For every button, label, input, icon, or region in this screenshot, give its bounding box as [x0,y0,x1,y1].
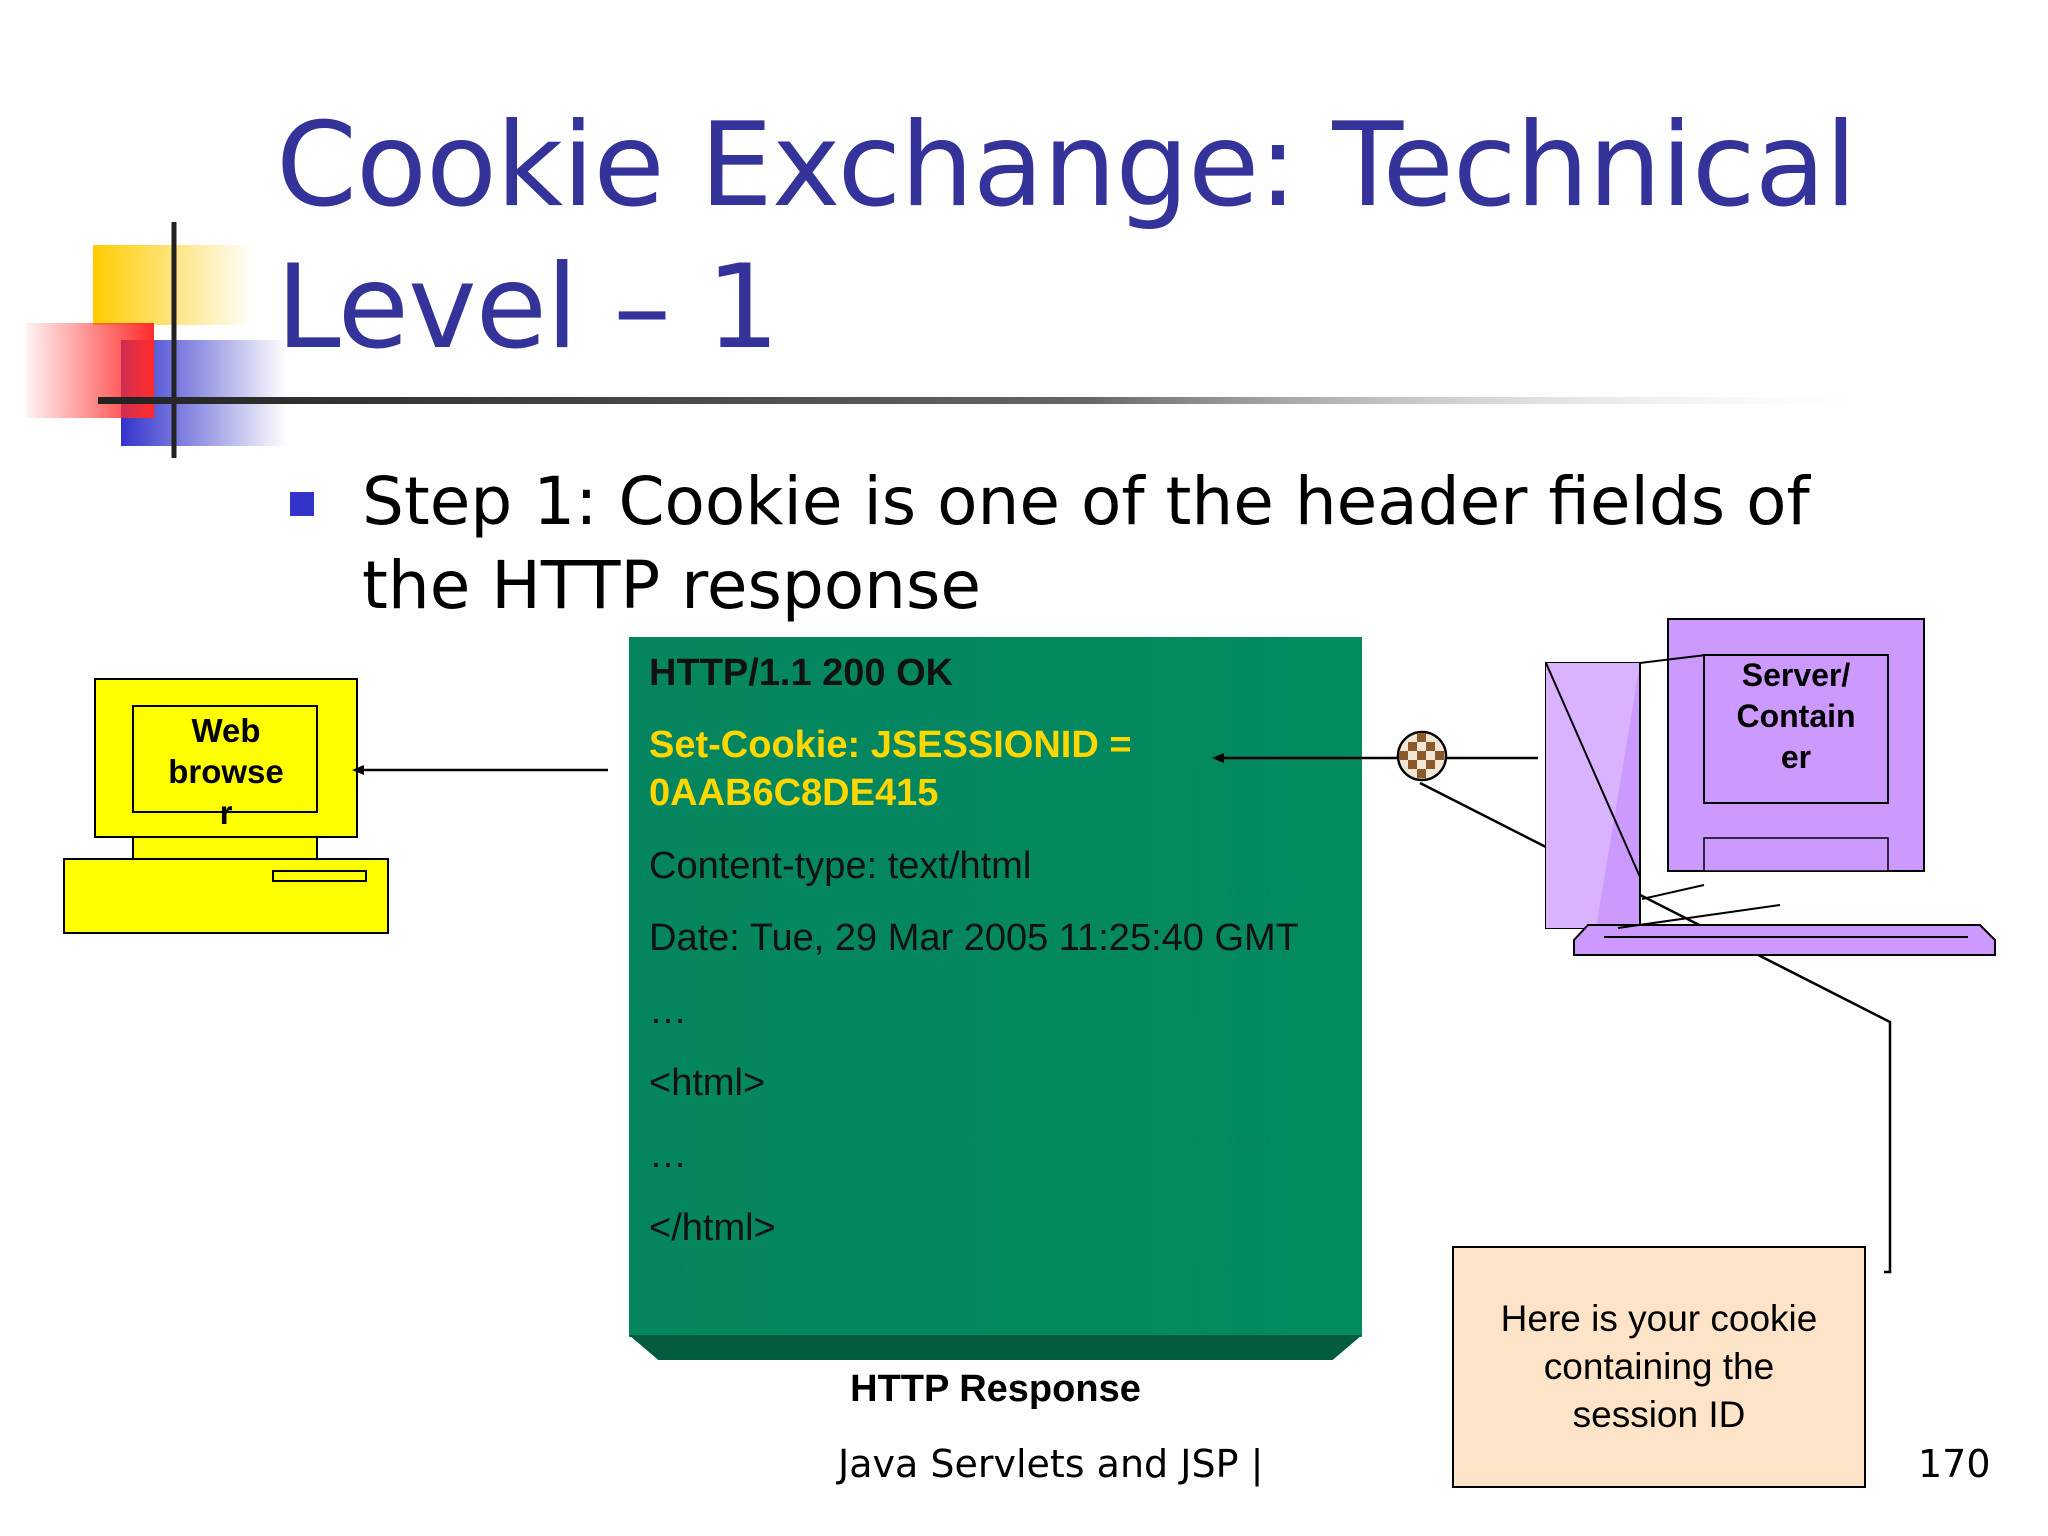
page-number: 170 [1918,1442,1991,1486]
status-line: HTTP/1.1 200 OK [649,652,954,694]
computer-icon [63,678,389,934]
response-card-shadow [629,1335,1362,1360]
page-title: Cookie Exchange: Technical Level – 1 [276,98,1857,375]
html-open-line: <html> [649,1062,766,1104]
http-response-caption: HTTP Response [850,1368,1141,1410]
server-label: Server/ Contain er [1736,657,1856,775]
html-close-line: </html> [649,1207,776,1249]
ellipsis-line: … [649,1134,687,1176]
set-cookie-line: Set-Cookie: JSESSIONID = [649,724,1132,766]
title-underline [98,397,1898,404]
footer-text: Java Servlets and JSP | [838,1442,1264,1486]
ellipsis-line: … [649,990,687,1032]
browser-label: Web browse r [168,712,284,831]
date-line: Date: Tue, 29 Mar 2005 11:25:40 GMT [649,917,1299,959]
content-type-line: Content-type: text/html [649,845,1032,887]
set-cookie-value: 0AAB6C8DE415 [649,772,939,814]
slide-logo [26,222,286,458]
server-diagram [1212,618,1996,1274]
bullet-text: Step 1: Cookie is one of the header fiel… [362,463,1810,624]
bullet-marker [290,492,314,516]
cookie-note-box: Here is your cookie containing the sessi… [1452,1246,1866,1488]
cookie-icon [1396,730,1448,782]
arrow-to-browser [352,765,608,775]
http-response-card: HTTP/1.1 200 OK Set-Cookie: JSESSIONID =… [629,637,1362,1337]
